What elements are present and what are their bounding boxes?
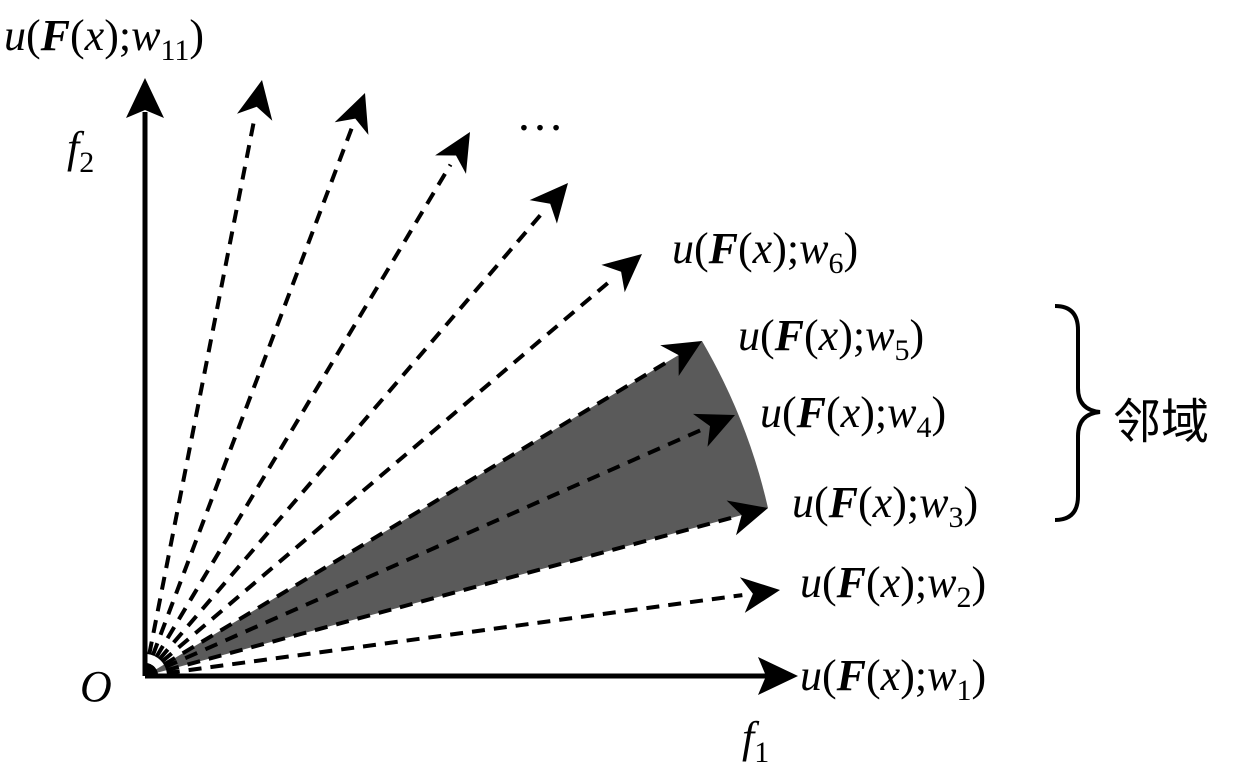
ellipsis: … [516,88,564,141]
vector-label-w11: u(F(x);w11) [4,11,204,67]
vector-labels: u(F(x);w1) u(F(x);w2) u(F(x);w3) u(F(x);… [4,11,986,707]
vector-label-w5: u(F(x);w5) [738,311,924,367]
vector-label-w4: u(F(x);w4) [760,388,946,444]
vector-w2-arrowhead [739,577,780,613]
y-axis-label: f2 [67,123,94,179]
neighborhood-label: 邻域 [1113,394,1209,450]
y-axis-arrowhead [126,78,164,118]
vector-w3-line [144,515,732,678]
vector-w5-arrowhead [660,341,702,376]
vector-w6-line [143,277,615,678]
vector-w4-arrowhead [693,413,735,447]
vector-w6-arrowhead [601,254,642,293]
weight-vectors [143,80,780,678]
vector-w10-arrowhead [237,80,273,121]
x-axis-label: f1 [742,713,769,769]
vector-w7-line [143,210,545,678]
vector-w3-arrowhead [726,500,768,536]
vector-w9-arrowhead [334,93,369,135]
vector-w8-arrowhead [435,132,470,174]
vector-label-w6: u(F(x);w6) [672,224,858,280]
vector-w2-line [144,593,743,678]
neighborhood-brace [1054,304,1101,522]
vector-label-w2: u(F(x);w2) [800,558,986,614]
vector-w7-arrowhead [529,183,568,224]
vector-label-w1: u(F(x);w1) [800,651,986,707]
origin-label: O [80,662,112,711]
vector-label-w3: u(F(x);w3) [792,478,978,534]
neighborhood-shaded-region [145,341,768,676]
x-axis-arrowhead [758,657,798,695]
vector-w8-line [143,163,453,678]
vector-w5-line [143,358,671,678]
axes [126,78,798,695]
vector-w10-line [143,116,257,677]
vector-w9-line [143,127,354,677]
